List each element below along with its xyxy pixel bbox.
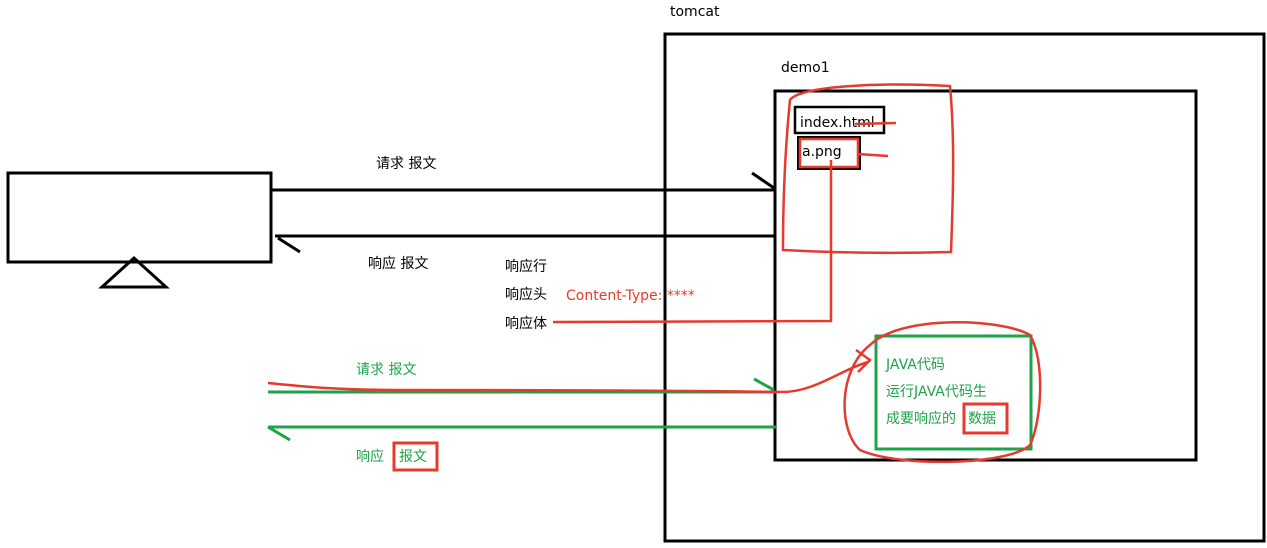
response-body-label: 响应体 xyxy=(505,315,547,332)
java-line2: 运行JAVA代码生 xyxy=(886,384,987,400)
request-label-green: 请求 报文 xyxy=(356,362,416,378)
static-files-scribble xyxy=(781,83,955,255)
response-green-boxed-label: 报文 xyxy=(399,449,427,465)
a-png-underline xyxy=(857,152,889,158)
index-html-label: index.html xyxy=(800,115,875,131)
java-data-label: 数据 xyxy=(968,411,996,427)
request-label-black: 请求 报文 xyxy=(376,156,436,172)
java-code-scribble xyxy=(843,321,1042,464)
response-label-green: 响应 xyxy=(356,448,384,465)
a-png-to-body-connector xyxy=(552,160,833,324)
monitor-stand xyxy=(98,255,170,289)
response-arrowhead-black xyxy=(277,236,301,254)
monitor-screen xyxy=(6,171,273,264)
tomcat-box xyxy=(663,32,1266,543)
request-arrowhead-green xyxy=(753,377,775,392)
request-arrowhead-black xyxy=(751,171,775,190)
a-png-label: a.png xyxy=(802,144,842,160)
response-green-highlight xyxy=(392,441,439,472)
response-arrowhead-green xyxy=(267,425,291,442)
client-monitor xyxy=(6,171,273,289)
response-header-label: 响应头 xyxy=(505,286,547,303)
java-line1: JAVA代码 xyxy=(885,357,945,373)
response-line-label: 响应行 xyxy=(505,258,547,275)
java-data-highlight xyxy=(962,402,1009,435)
java-code-box xyxy=(874,334,1033,451)
java-line3: 成要响应的 xyxy=(886,410,956,427)
demo1-label: demo1 xyxy=(781,60,830,76)
content-type-label: Content-Type: **** xyxy=(566,288,695,304)
response-label-black: 响应 报文 xyxy=(368,255,428,272)
a-png-highlight xyxy=(798,137,860,169)
request-to-java-path xyxy=(267,360,869,394)
index-html-underline xyxy=(854,121,897,126)
index-html-box xyxy=(793,105,886,135)
tomcat-label: tomcat xyxy=(670,4,720,20)
